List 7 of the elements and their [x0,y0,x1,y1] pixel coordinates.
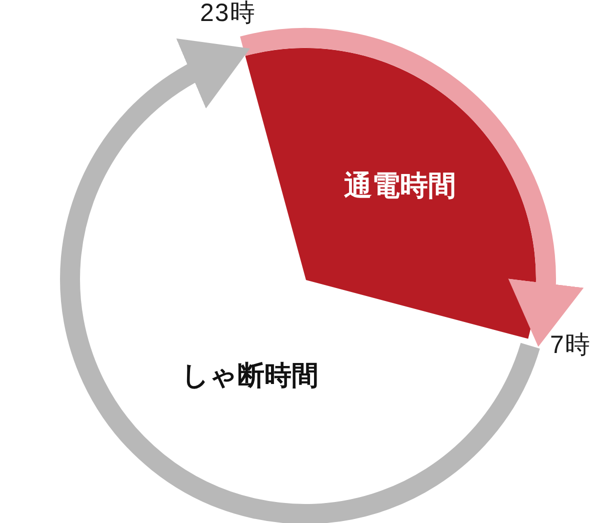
arc-arrow [60,38,540,523]
arc-arrow [240,28,584,347]
time-label: 23時 [200,1,256,26]
time-label: 7時 [550,333,591,358]
period-label: しゃ断時間 [182,362,318,390]
pie-sector [245,48,537,339]
sector-label: 通電時間 [344,172,456,200]
